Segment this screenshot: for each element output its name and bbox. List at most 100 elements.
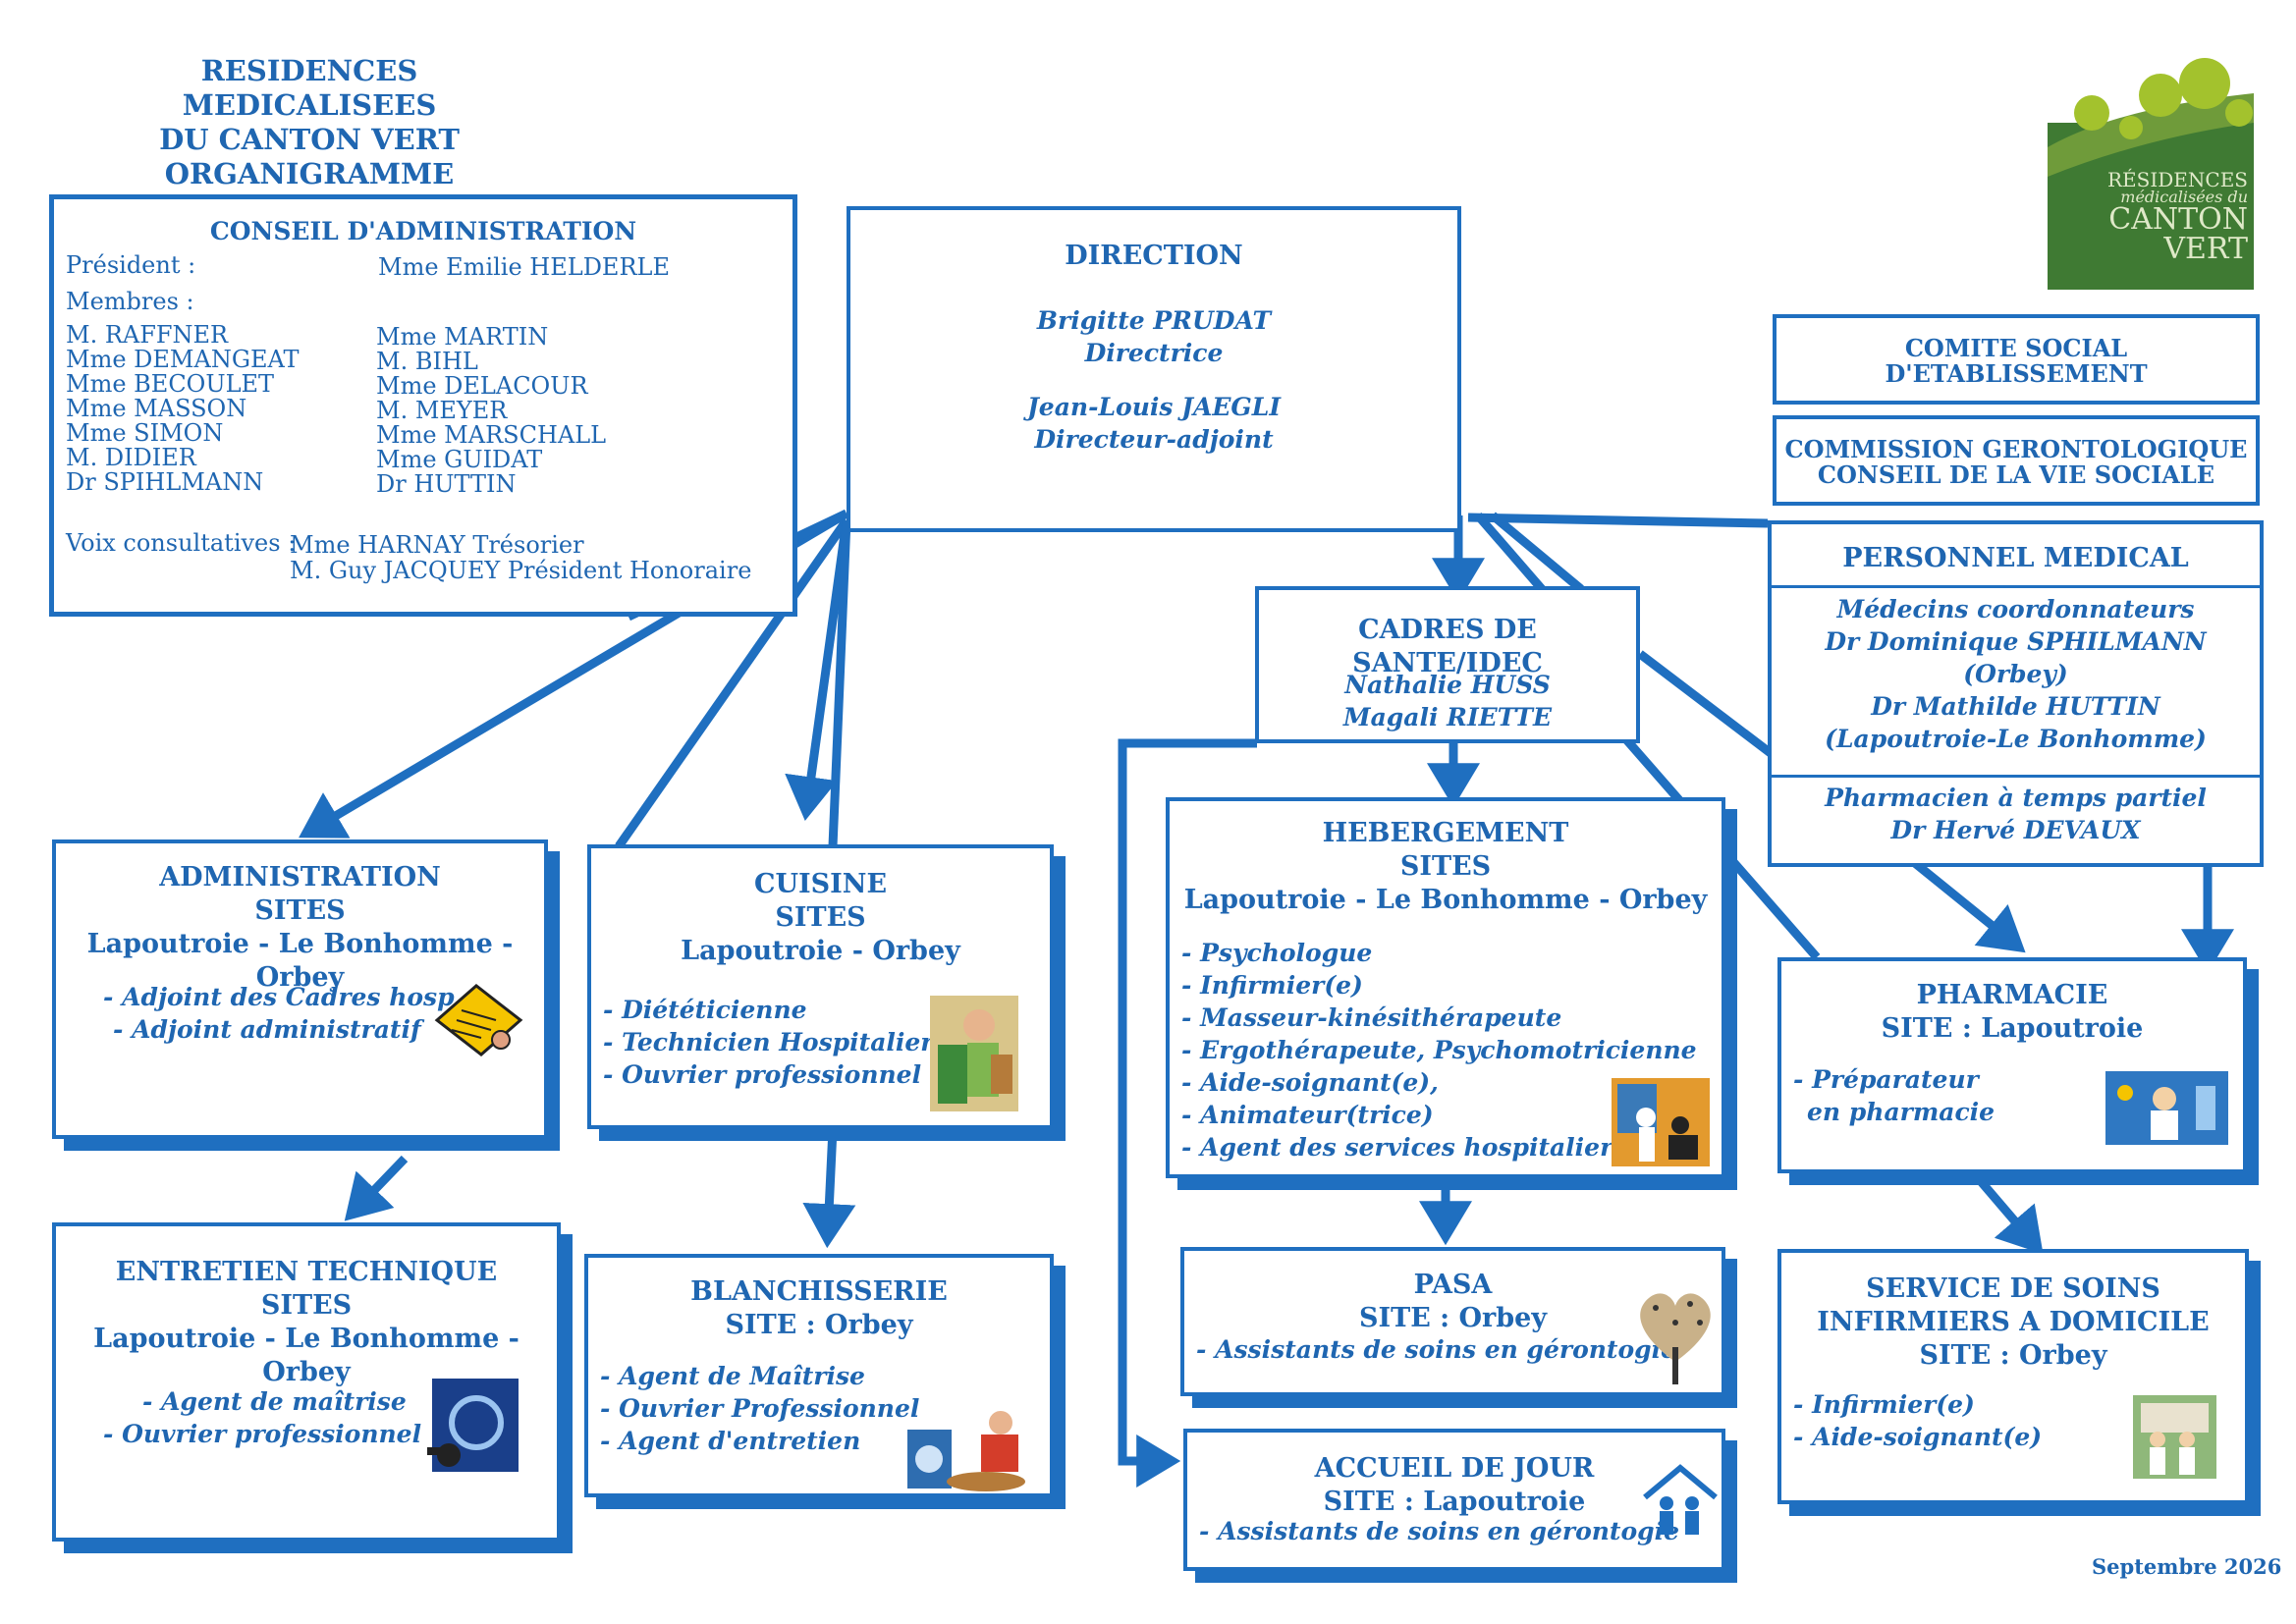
conseil-title: CONSEIL D'ADMINISTRATION <box>209 217 637 245</box>
ssiad-header: SERVICE DE SOINS INFIRMIERS A DOMICILE S… <box>1781 1272 2245 1373</box>
member: Mme MARTIN <box>376 323 549 351</box>
footer-date: Septembre 2026 <box>2092 1554 2282 1579</box>
list-item: - Psychologue <box>1181 939 1373 967</box>
comite-line-1: COMITE SOCIAL <box>1904 334 2128 362</box>
direction-role-2: Directeur-adjoint <box>1034 425 1274 454</box>
voix-2: M. Guy JACQUEY Président Honoraire <box>290 557 752 584</box>
line-direction-pharmacie-b <box>1490 512 1584 593</box>
arrow-cuisine-blanchisserie <box>802 1128 856 1249</box>
member: Mme SIMON <box>66 419 224 447</box>
list-item: - Agent des services hospitaliers <box>1181 1133 1627 1162</box>
member: Dr SPIHLMANN <box>66 468 264 496</box>
pharmacie-header: PHARMACIE SITE : Lapoutroie <box>1781 979 2243 1046</box>
laundry-clipart-icon <box>907 1411 1025 1491</box>
line-cadres-pharmacie-a <box>1637 650 1790 770</box>
logo-line-1: RÉSIDENCES <box>2107 168 2248 191</box>
list-item: - Agent de Maîtrise <box>600 1362 865 1390</box>
direction-names: Brigitte PRUDAT Directrice Jean-Louis JA… <box>850 304 1457 456</box>
pasa-title: PASA <box>1413 1270 1493 1300</box>
line-direction-personnel <box>1467 513 1769 528</box>
personnel-line-1: Médecins coordonnateurs <box>1836 595 2195 623</box>
cuisine-sites: SITES <box>775 902 866 933</box>
ssiad-line-1: SERVICE DE SOINS <box>1866 1273 2160 1304</box>
pharmacie-items: - Préparateur en pharmacie <box>1793 1063 1995 1128</box>
cadres-name-2: Magali RIETTE <box>1342 703 1553 731</box>
personnel-line-4: Dr Mathilde HUTTIN <box>1871 692 2160 721</box>
hebergement-header: HEBERGEMENT SITES Lapoutroie - Le Bonhom… <box>1170 817 1722 917</box>
line-direction-pharmacie-a <box>1474 513 1546 592</box>
logo-line-3: CANTON <box>2108 202 2248 237</box>
administration-places: Lapoutroie - Le Bonhomme - Orbey <box>86 929 514 993</box>
cadres-title: CADRES DE SANTE/IDEC <box>1352 615 1543 678</box>
title-line-3: ORGANIGRAMME <box>164 157 455 190</box>
arrow-cadres-accueil <box>1118 738 1257 1488</box>
list-item: - Technicien Hospitalier <box>603 1028 934 1056</box>
administration-box: ADMINISTRATION SITES Lapoutroie - Le Bon… <box>52 839 548 1139</box>
arrow-administration-entretien <box>344 1155 409 1221</box>
divider <box>1772 775 2260 778</box>
entretien-title: ENTRETIEN TECHNIQUE <box>115 1257 498 1287</box>
hebergement-box: HEBERGEMENT SITES Lapoutroie - Le Bonhom… <box>1166 797 1725 1178</box>
comite-title: COMITE SOCIAL D'ETABLISSEMENT <box>1777 336 2256 387</box>
pasa-items: - Assistants de soins en gérontogie <box>1196 1333 1676 1366</box>
list-item: - Adjoint des Cadres hosp. <box>103 983 464 1011</box>
hebergement-items: - Psychologue - Infirmier(e) - Masseur-k… <box>1181 937 1697 1164</box>
administration-header: ADMINISTRATION SITES Lapoutroie - Le Bon… <box>56 861 544 995</box>
accueil-header: ACCUEIL DE JOUR SITE : Lapoutroie <box>1187 1452 1722 1519</box>
house-family-icon <box>1643 1464 1718 1535</box>
cuisine-box: CUISINE SITES Lapoutroie - Orbey - Diété… <box>587 844 1054 1129</box>
list-item: - Agent d'entretien <box>600 1427 861 1455</box>
hebergement-title: HEBERGEMENT <box>1322 818 1569 848</box>
administration-title: ADMINISTRATION <box>159 862 441 893</box>
personnel-title: PERSONNEL MEDICAL <box>1842 543 2189 573</box>
cadres-name-1: Nathalie HUSS <box>1344 671 1551 699</box>
list-item: - Aide-soignant(e), <box>1181 1068 1439 1097</box>
member: M. RAFFNER <box>66 321 229 349</box>
list-item: - Animateur(trice) <box>1181 1101 1434 1129</box>
pasa-box: PASA SITE : Orbey - Assistants de soins … <box>1180 1247 1725 1396</box>
hebergement-places: Lapoutroie - Le Bonhomme - Orbey <box>1183 885 1708 915</box>
comite-box: COMITE SOCIAL D'ETABLISSEMENT <box>1773 314 2260 405</box>
member: Dr HUTTIN <box>376 470 517 498</box>
divider <box>1772 585 2260 588</box>
cuisine-places: Lapoutroie - Orbey <box>681 936 960 966</box>
direction-role-1: Directrice <box>1084 339 1224 367</box>
accueil-site: SITE : Lapoutroie <box>1323 1487 1586 1517</box>
direction-title: DIRECTION <box>1065 241 1243 271</box>
administration-sites: SITES <box>254 895 346 926</box>
members-right: Mme MARTIN M. BIHL Mme DELACOUR M. MEYER… <box>376 325 606 497</box>
direction-name-2: Jean-Louis JAEGLI <box>1026 393 1282 421</box>
blanchisserie-header: BLANCHISSERIE SITE : Orbey <box>588 1275 1050 1342</box>
list-item: en pharmacie <box>1807 1098 1995 1126</box>
line-direction-cuisine-b <box>828 519 851 847</box>
pharmacie-box: PHARMACIE SITE : Lapoutroie - Préparateu… <box>1777 957 2247 1173</box>
commission-line-2: CONSEIL DE LA VIE SOCIALE <box>1817 460 2215 489</box>
logo-graphic <box>2048 58 2254 290</box>
member: M. MEYER <box>376 397 508 424</box>
list-item: - Infirmier(e) <box>1181 971 1363 1000</box>
line-direction-cuisine-a <box>615 517 850 849</box>
commission-box: COMMISSION GERONTOLOGIQUE CONSEIL DE LA … <box>1773 415 2260 506</box>
pharmacie-site: SITE : Lapoutroie <box>1881 1013 2144 1044</box>
list-item: - Assistants de soins en gérontogie <box>1196 1335 1677 1364</box>
personnel-line-3: (Orbey) <box>1963 660 2068 688</box>
list-item: - Préparateur <box>1793 1065 1979 1094</box>
arrow-personnel-pharmacie-a <box>1907 855 2026 953</box>
list-item: - Infirmier(e) <box>1793 1390 1975 1419</box>
list-item: - Ouvrier professionnel <box>103 1420 422 1448</box>
cuisine-items: - Diététicienne - Technicien Hospitalier… <box>603 994 933 1091</box>
commission-title: COMMISSION GERONTOLOGIQUE CONSEIL DE LA … <box>1777 437 2256 488</box>
entretien-box: ENTRETIEN TECHNIQUE SITES Lapoutroie - L… <box>52 1222 561 1542</box>
list-item: - Ergothérapeute, Psychomotricienne <box>1181 1036 1697 1064</box>
personnel-line-2: Dr Dominique SPHILMANN <box>1825 627 2207 656</box>
direction-box: DIRECTION Brigitte PRUDAT Directrice Jea… <box>847 206 1461 532</box>
cuisine-title: CUISINE <box>753 869 888 899</box>
page-title: RESIDENCES MEDICALISEES DU CANTON VERT O… <box>79 54 540 191</box>
member: Mme GUIDAT <box>376 446 543 473</box>
logo-line-4: VERT <box>2163 232 2248 266</box>
member: Mme MASSON <box>66 395 247 422</box>
hebergement-sites: SITES <box>1399 851 1492 882</box>
ssiad-items: - Infirmier(e) - Aide-soignant(e) <box>1793 1388 2042 1453</box>
maintenance-clipart-icon <box>427 1379 519 1472</box>
member: M. BIHL <box>376 348 478 375</box>
